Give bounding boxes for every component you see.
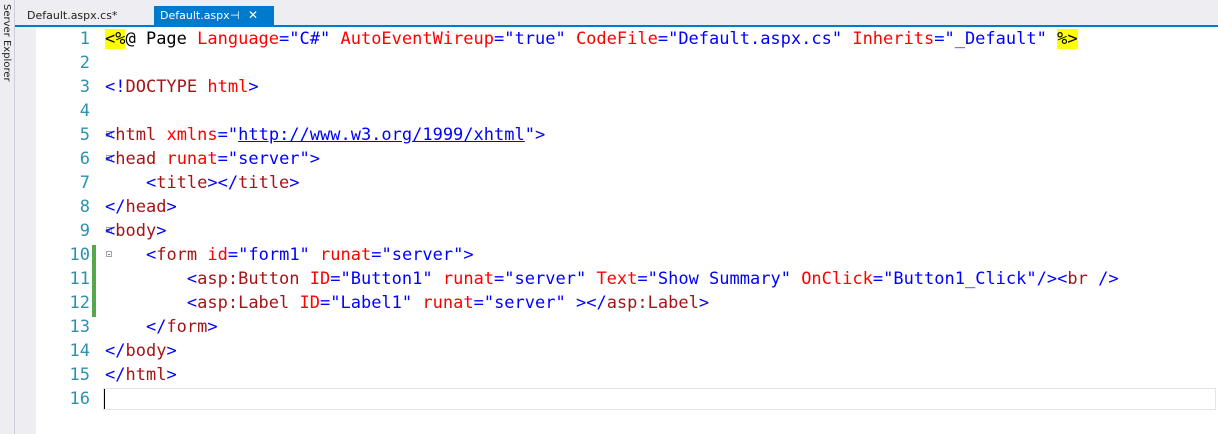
server-explorer-strip[interactable]: Server Explorer <box>0 0 15 434</box>
code-line: 4 <box>36 99 1218 123</box>
code-text[interactable]: </form> <box>145 317 218 337</box>
token-attr: Inherits <box>852 29 935 49</box>
code-line: 1 <%@ Page Language="C#" AutoEventWireup… <box>36 27 1218 51</box>
line-number: 16 <box>69 389 90 409</box>
pin-icon[interactable]: ⊣ <box>230 9 240 22</box>
code-line: 12 <asp:Label ID="Label1" runat="server"… <box>36 291 1218 315</box>
token-attr: Language <box>197 29 280 49</box>
code-line: 15 </html> <box>36 363 1218 387</box>
line-number: 8 <box>79 197 90 217</box>
code-text[interactable]: <title></title> <box>145 173 300 193</box>
line-number: 5 <box>79 125 90 145</box>
line-number: 6 <box>79 149 90 169</box>
code-text[interactable]: <head runat="server"> <box>105 149 321 169</box>
document-tab-bar: Default.aspx.cs* Default.aspx ⊣ ✕ <box>15 0 1218 27</box>
code-line: 6 <head runat="server"> <box>36 147 1218 171</box>
line-number: 14 <box>69 341 90 361</box>
token-attr: CodeFile <box>575 29 658 49</box>
current-code-line[interactable]: 16 <box>36 387 1218 411</box>
tab-default-aspx-cs[interactable]: Default.aspx.cs* <box>21 6 139 25</box>
token-value: "_Default" <box>944 29 1047 49</box>
code-line: 13 </form> <box>36 315 1218 339</box>
code-line: 3 <!DOCTYPE html> <box>36 75 1218 99</box>
tab-default-aspx[interactable]: Default.aspx ⊣ ✕ <box>154 6 274 25</box>
tab-label: Default.aspx <box>160 9 230 22</box>
server-explorer-label[interactable]: Server Explorer <box>1 4 12 82</box>
code-text[interactable]: <form id="form1" runat="server"> <box>145 245 474 265</box>
code-text[interactable]: </html> <box>105 365 177 385</box>
token-directive: @ Page <box>125 29 198 49</box>
line-number: 3 <box>79 77 90 97</box>
code-text[interactable]: </body> <box>105 341 177 361</box>
code-line: 7 <title></title> <box>36 171 1218 195</box>
code-text[interactable]: <body> <box>105 221 167 241</box>
line-number: 12 <box>69 293 90 313</box>
code-line: 8 </head> <box>36 195 1218 219</box>
close-icon[interactable]: ✕ <box>248 8 259 22</box>
code-text[interactable]: <!DOCTYPE html> <box>105 77 259 97</box>
fold-toggle-icon[interactable] <box>106 131 112 137</box>
token-value: "Default.aspx.cs" <box>668 29 843 49</box>
code-line: 10 <form id="form1" runat="server"> <box>36 243 1218 267</box>
active-tab-underline <box>15 25 1218 27</box>
code-line: 2 <box>36 51 1218 75</box>
line-number: 9 <box>79 221 90 241</box>
code-text[interactable]: <html xmlns="http://www.w3.org/1999/xhtm… <box>105 125 546 145</box>
code-text[interactable]: </head> <box>105 197 177 217</box>
line-number: 11 <box>69 269 90 289</box>
line-number: 4 <box>79 101 90 121</box>
code-text[interactable]: <%@ Page Language="C#" AutoEventWireup="… <box>105 29 1078 49</box>
token-directive-close: %> <box>1057 29 1078 49</box>
token-value: "true" <box>504 29 566 49</box>
code-text[interactable]: <asp:Button ID="Button1" runat="server" … <box>186 269 1119 289</box>
token-directive-open: <% <box>105 29 126 49</box>
code-line: 9 <body> <box>36 219 1218 243</box>
fold-toggle-icon[interactable] <box>106 227 112 233</box>
current-line-highlight <box>103 388 1216 410</box>
line-number: 10 <box>69 245 90 265</box>
line-number: 1 <box>79 29 90 49</box>
code-line: 5 <html xmlns="http://www.w3.org/1999/xh… <box>36 123 1218 147</box>
xmlns-link[interactable]: http://www.w3.org/1999/xhtml <box>238 125 525 145</box>
tab-label: Default.aspx.cs* <box>27 9 118 22</box>
change-marker <box>92 245 96 317</box>
line-number: 15 <box>69 365 90 385</box>
code-line: 11 <asp:Button ID="Button1" runat="serve… <box>36 267 1218 291</box>
token-attr: AutoEventWireup <box>340 29 495 49</box>
code-text[interactable]: <asp:Label ID="Label1" runat="server" ><… <box>186 293 710 313</box>
token-value: "C#" <box>289 29 331 49</box>
text-caret <box>104 389 105 409</box>
fold-toggle-icon[interactable] <box>106 251 112 257</box>
line-number: 13 <box>69 317 90 337</box>
fold-toggle-icon[interactable] <box>106 155 112 161</box>
line-number: 7 <box>79 173 90 193</box>
code-line: 14 </body> <box>36 339 1218 363</box>
code-editor[interactable]: 1 <%@ Page Language="C#" AutoEventWireup… <box>36 27 1218 434</box>
line-number: 2 <box>79 53 90 73</box>
